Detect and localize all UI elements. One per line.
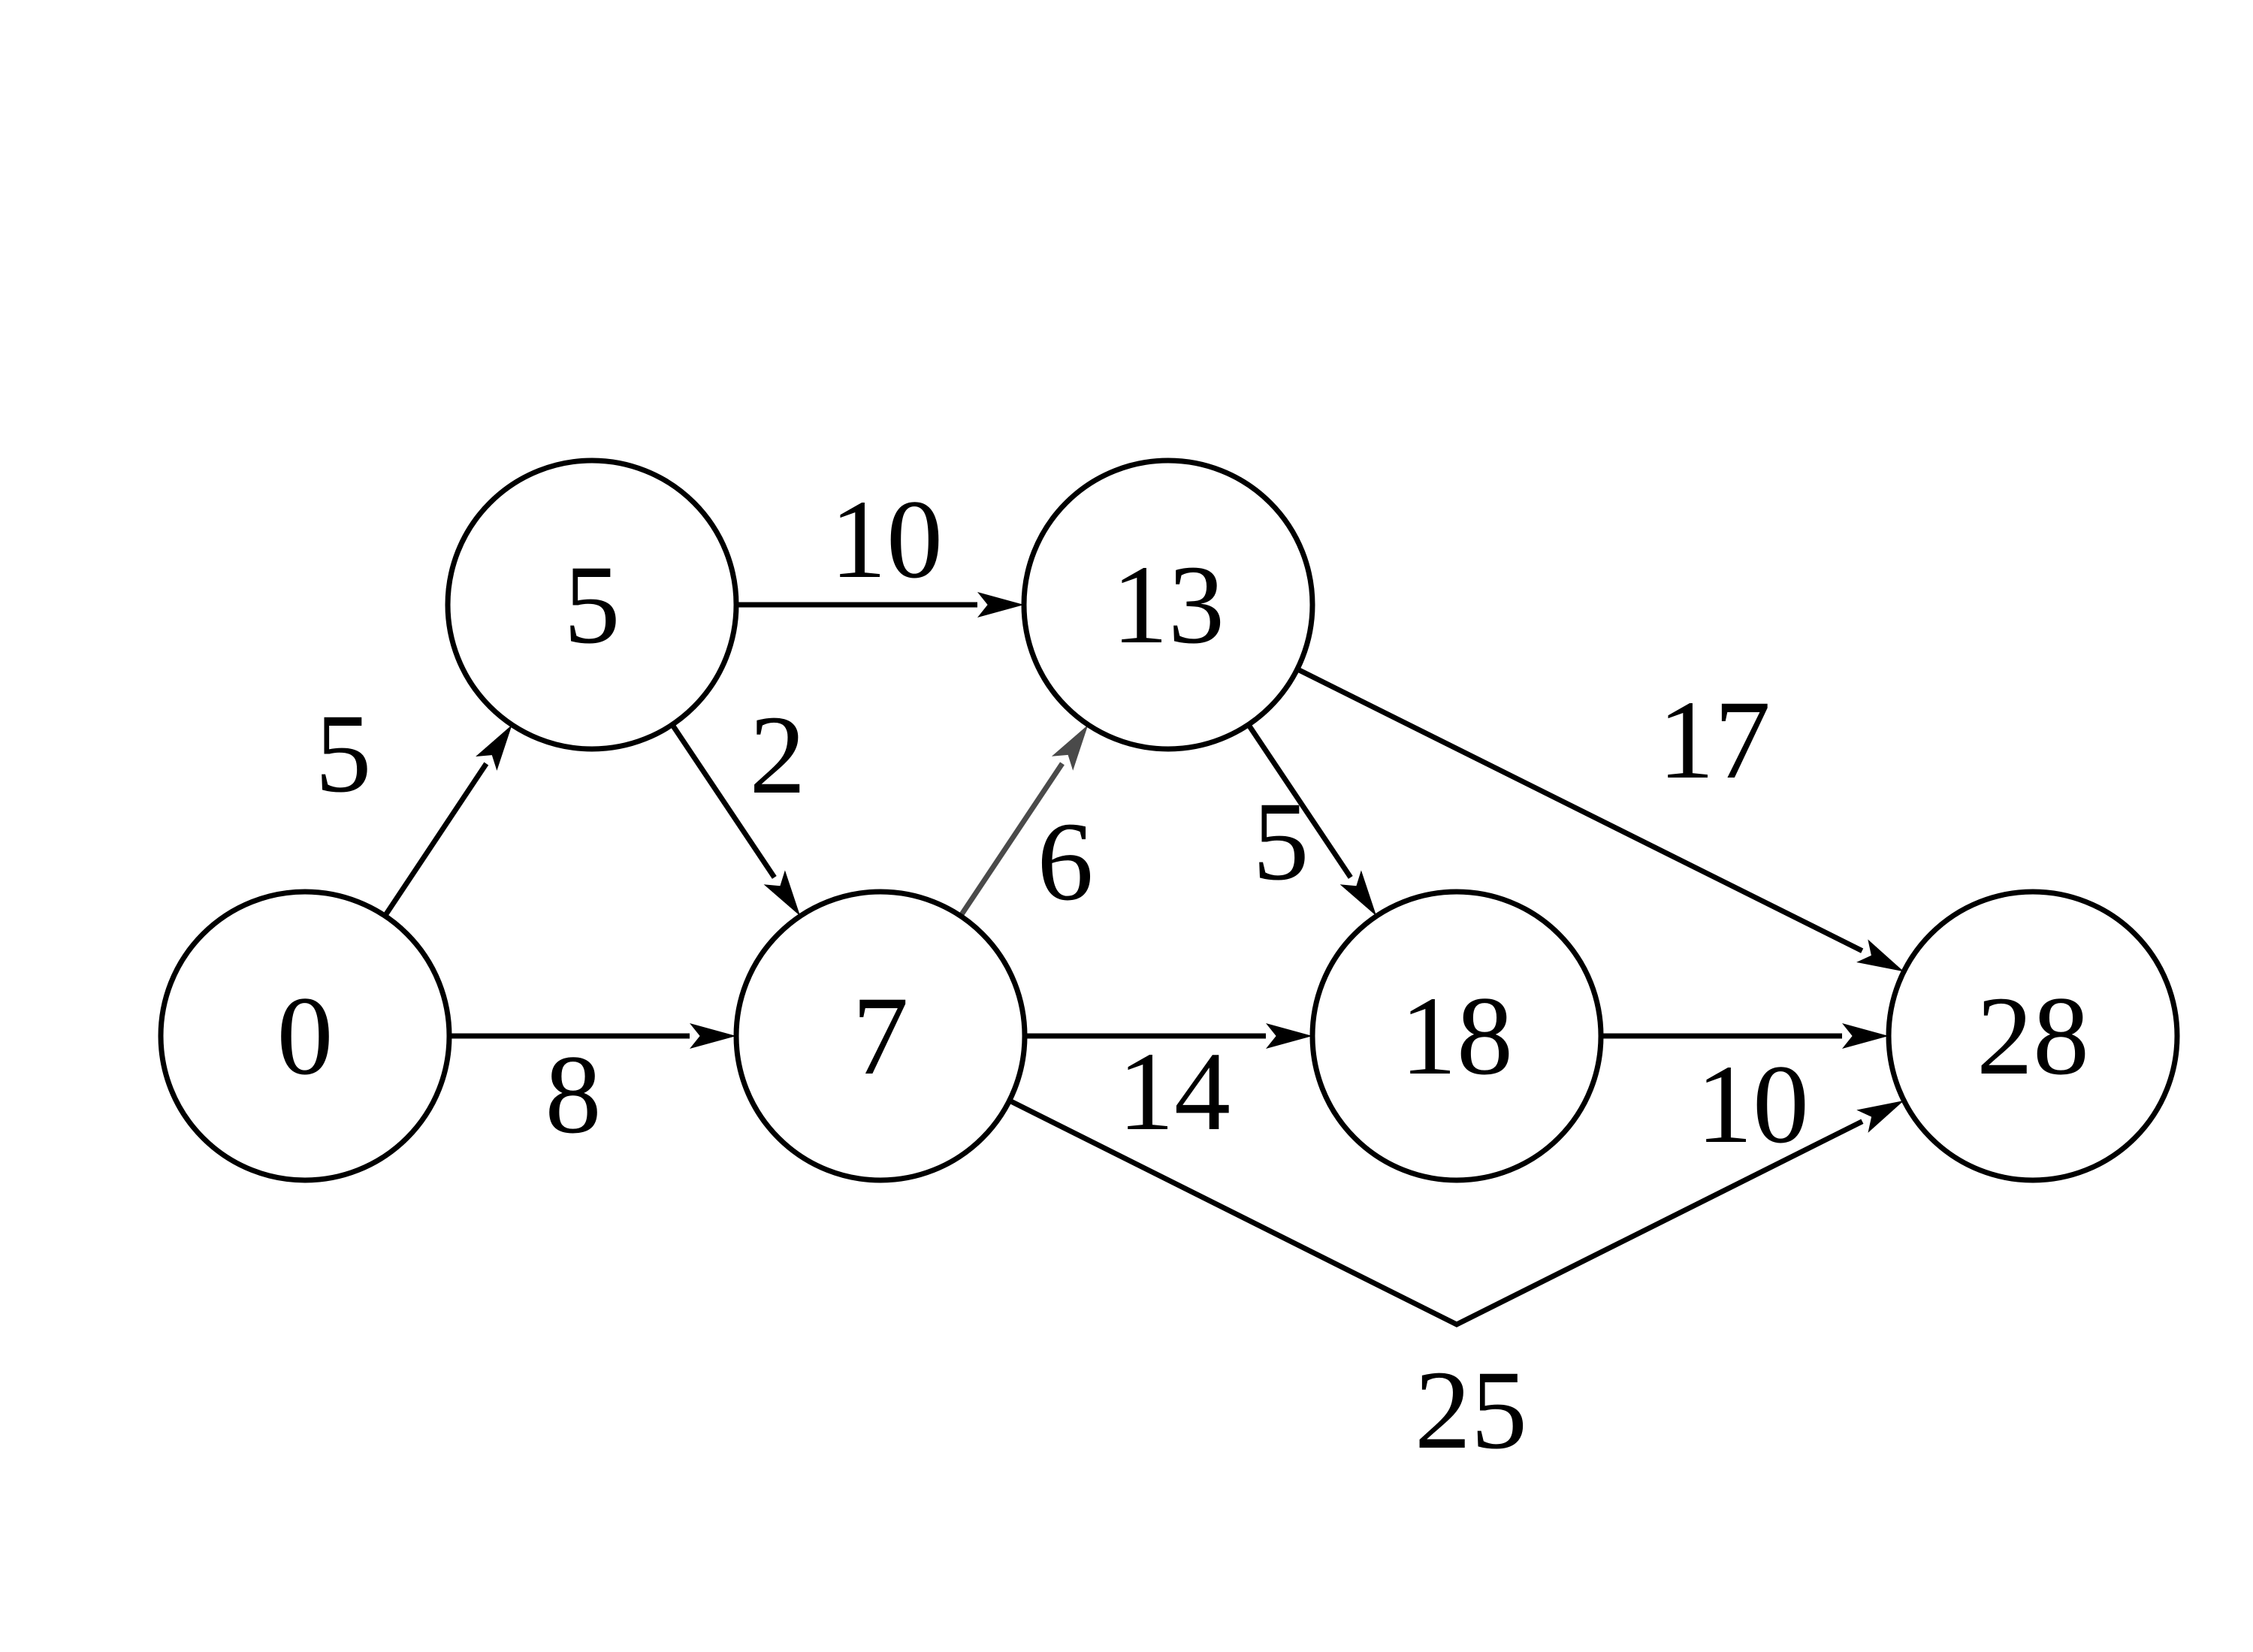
arrowhead <box>690 1023 736 1049</box>
node-circle <box>158 889 452 1183</box>
arrowhead <box>977 592 1024 618</box>
edge-weight-label: 25 <box>1415 1348 1527 1472</box>
edge-weight-label: 2 <box>750 693 806 817</box>
node-circle <box>1309 889 1604 1183</box>
node-label: 13 <box>1112 542 1225 667</box>
node-label: 18 <box>1400 974 1513 1098</box>
edge-e13-18: 5 <box>1246 723 1377 917</box>
node-circle <box>445 458 739 752</box>
node-n13: 13 <box>1021 458 1315 752</box>
arrowhead <box>1051 724 1089 771</box>
edge-line <box>1296 666 1864 953</box>
arrowhead <box>763 870 801 917</box>
edge-weight-label: 10 <box>830 477 943 602</box>
arrowhead <box>1339 870 1377 917</box>
node-circle <box>1021 458 1315 752</box>
edge-line <box>382 762 489 918</box>
arrowhead <box>1842 1023 1889 1049</box>
node-n18: 18 <box>1309 889 1604 1183</box>
edge-e5-13: 10 <box>736 477 1024 618</box>
edge-line <box>958 762 1065 918</box>
edge-e13-28: 17 <box>1296 666 1904 972</box>
edge-weight-label: 10 <box>1696 1042 1809 1167</box>
edge-line <box>1246 723 1353 879</box>
edge-line <box>1008 1098 1864 1327</box>
node-label: 7 <box>853 974 909 1098</box>
node-n7: 7 <box>733 889 1028 1183</box>
node-n5: 5 <box>445 458 739 752</box>
node-n28: 28 <box>1886 889 2180 1183</box>
edge-line <box>669 723 777 879</box>
edge-weight-label: 17 <box>1658 678 1771 802</box>
arrowhead <box>1266 1023 1312 1049</box>
edge-e18-28: 10 <box>1601 1023 1889 1167</box>
node-label: 28 <box>1977 974 2089 1098</box>
edge-weight-label: 5 <box>316 691 372 816</box>
node-n0: 0 <box>158 889 452 1183</box>
node-label: 5 <box>564 542 621 667</box>
edge-e7-18: 14 <box>1025 1023 1312 1154</box>
edge-e0-5: 5 <box>316 691 512 918</box>
node-circle <box>1886 889 2180 1183</box>
edge-weight-label: 8 <box>545 1032 602 1157</box>
arrowhead <box>1856 1101 1904 1133</box>
edge-e7-28: 25 <box>1008 1098 1904 1472</box>
node-label: 0 <box>277 974 334 1098</box>
edge-weight-label: 6 <box>1037 799 1094 924</box>
arrowhead <box>1856 939 1904 972</box>
edge-e7-13: 6 <box>958 724 1094 924</box>
edge-weight-label: 5 <box>1253 779 1309 904</box>
node-circle <box>733 889 1028 1183</box>
edge-weight-label: 14 <box>1118 1029 1231 1154</box>
arrowhead <box>476 724 512 771</box>
edge-e0-7: 8 <box>449 1023 736 1157</box>
edge-e5-7: 2 <box>669 693 806 917</box>
